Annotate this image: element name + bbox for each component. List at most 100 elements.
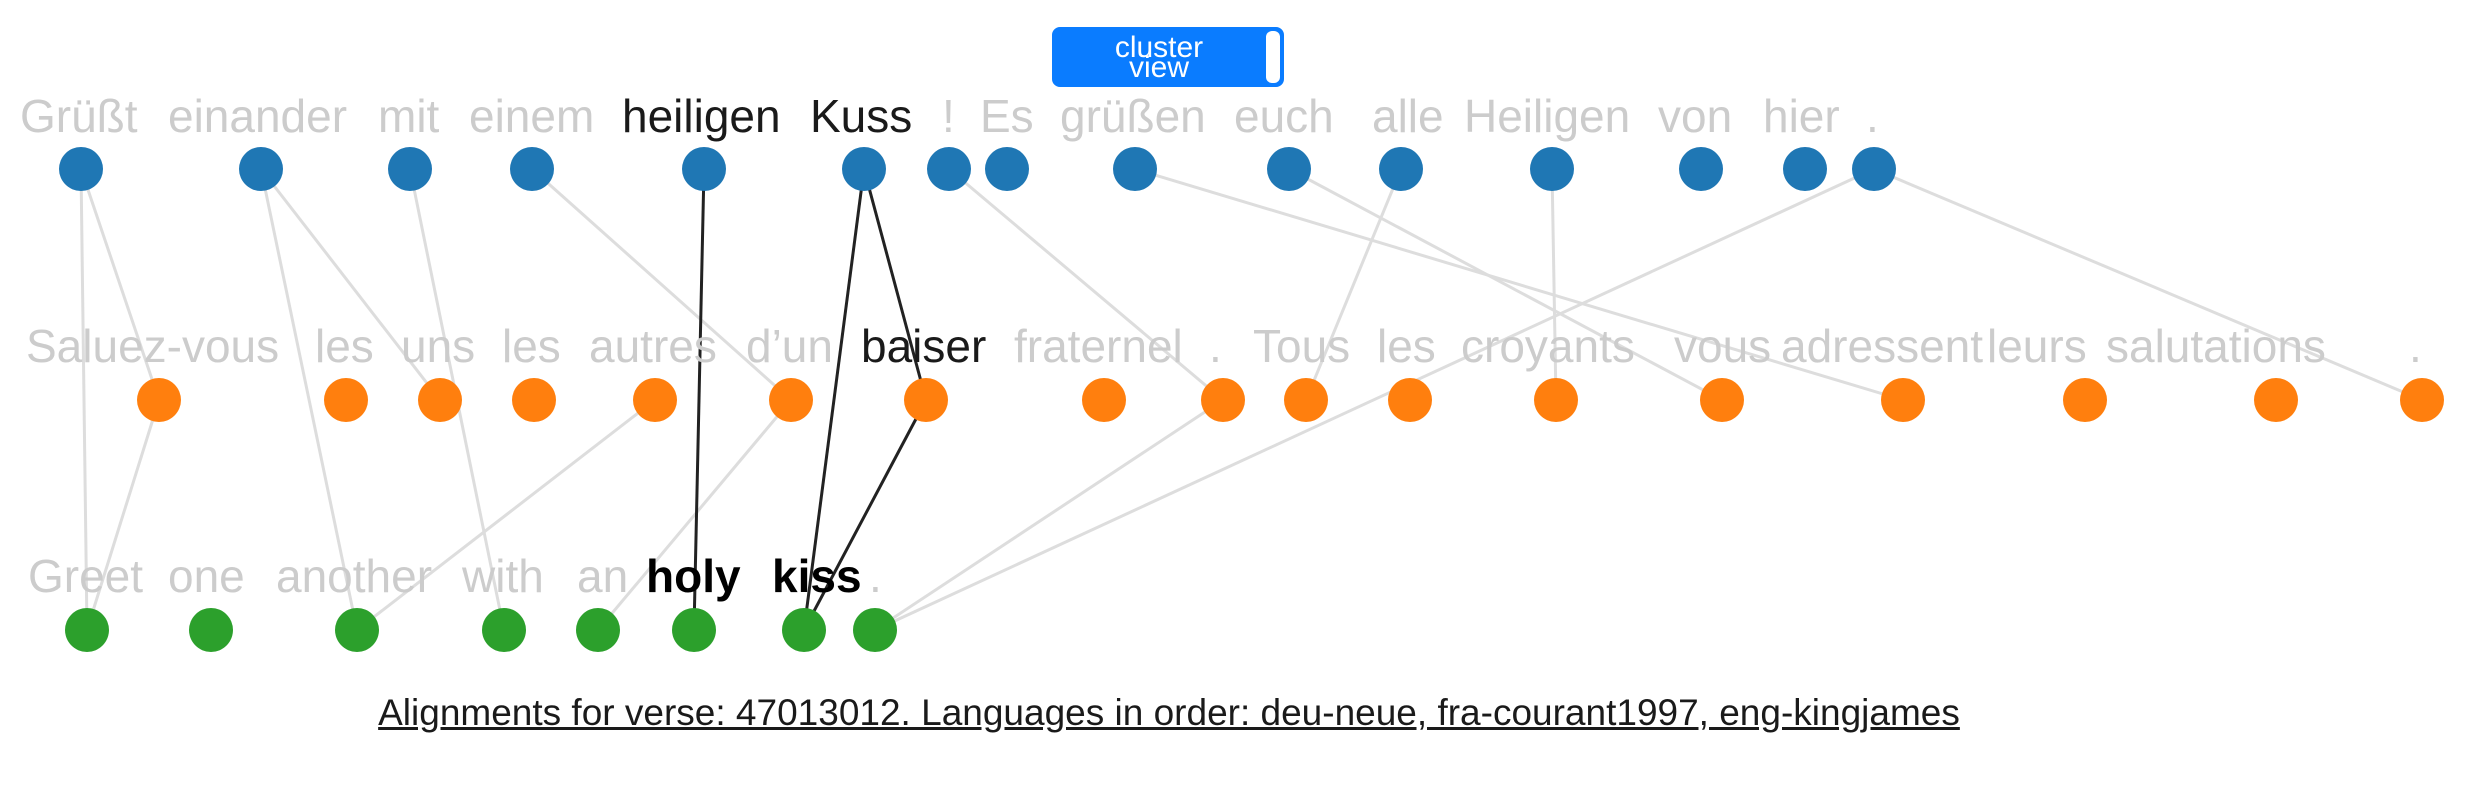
token-deu[interactable]: alle <box>1372 90 1444 142</box>
alignment-edge <box>874 167 1875 632</box>
token-eng[interactable]: Greet <box>28 550 143 602</box>
token-fra[interactable]: croyants <box>1461 320 1635 372</box>
token-node-deu[interactable] <box>682 147 726 191</box>
token-node-deu[interactable] <box>927 147 971 191</box>
token-fra[interactable]: baiser <box>861 320 986 372</box>
token-fra[interactable]: Saluez-vous <box>26 320 279 372</box>
token-deu[interactable]: einem <box>469 90 594 142</box>
alignment-edge <box>1550 168 1558 401</box>
token-node-eng[interactable] <box>672 608 716 652</box>
token-fra[interactable]: . <box>2409 320 2422 372</box>
token-fra[interactable]: autres <box>589 320 717 372</box>
token-node-fra[interactable] <box>1388 378 1432 422</box>
token-node-deu[interactable] <box>510 147 554 191</box>
token-node-fra[interactable] <box>324 378 368 422</box>
token-fra[interactable]: salutations <box>2106 320 2326 372</box>
token-node-eng[interactable] <box>482 608 526 652</box>
alignment-edge <box>79 168 89 631</box>
token-fra[interactable]: les <box>315 320 374 372</box>
token-node-deu[interactable] <box>985 147 1029 191</box>
token-fra[interactable]: leurs <box>1987 320 2087 372</box>
token-node-deu[interactable] <box>1783 147 1827 191</box>
token-node-deu[interactable] <box>239 147 283 191</box>
token-fra[interactable]: uns <box>401 320 475 372</box>
token-node-fra[interactable] <box>137 378 181 422</box>
token-fra[interactable]: . <box>1209 320 1222 372</box>
alignment-edge <box>79 168 161 401</box>
token-deu[interactable]: Es <box>980 90 1034 142</box>
token-node-eng[interactable] <box>189 608 233 652</box>
token-node-deu[interactable] <box>59 147 103 191</box>
alignment-edge-highlighted <box>692 168 706 631</box>
token-node-fra[interactable] <box>1284 378 1328 422</box>
token-deu[interactable]: hier <box>1763 90 1840 142</box>
token-eng[interactable]: another <box>276 550 432 602</box>
token-node-deu[interactable] <box>1530 147 1574 191</box>
token-nodes <box>59 147 2444 652</box>
token-fra[interactable]: d’un <box>746 320 833 372</box>
token-deu[interactable]: Heiligen <box>1464 90 1630 142</box>
token-node-fra[interactable] <box>2400 378 2444 422</box>
token-node-fra[interactable] <box>1534 378 1578 422</box>
token-node-eng[interactable] <box>853 608 897 652</box>
token-deu[interactable]: heiligen <box>622 90 781 142</box>
cluster-view-toggle[interactable]: cluster view <box>1052 27 1284 87</box>
token-node-fra[interactable] <box>2254 378 2298 422</box>
token-node-deu[interactable] <box>388 147 432 191</box>
token-eng[interactable]: one <box>168 550 245 602</box>
token-node-eng[interactable] <box>576 608 620 652</box>
token-node-fra[interactable] <box>1201 378 1245 422</box>
token-eng[interactable]: . <box>869 550 882 602</box>
token-fra[interactable]: vous <box>1674 320 1771 372</box>
alignment-edge <box>259 168 359 631</box>
token-eng[interactable]: with <box>461 550 544 602</box>
alignment-edge <box>1288 167 1723 402</box>
token-node-eng[interactable] <box>65 608 109 652</box>
token-deu[interactable]: einander <box>168 90 347 142</box>
token-deu[interactable]: ! <box>942 90 955 142</box>
alignment-edge <box>948 167 1224 402</box>
alignment-edge <box>1873 167 2423 402</box>
token-node-deu[interactable] <box>1379 147 1423 191</box>
alignment-edge-highlighted <box>862 168 928 401</box>
token-deu[interactable]: Kuss <box>810 90 912 142</box>
token-fra[interactable]: les <box>1377 320 1436 372</box>
token-node-fra[interactable] <box>512 378 556 422</box>
token-node-deu[interactable] <box>1267 147 1311 191</box>
token-node-fra[interactable] <box>1082 378 1126 422</box>
alignment-edge <box>85 399 161 631</box>
alignment-edge <box>1134 167 1904 402</box>
verse-caption[interactable]: Alignments for verse: 47013012. Language… <box>378 692 1960 733</box>
token-node-eng[interactable] <box>335 608 379 652</box>
token-node-fra[interactable] <box>1881 378 1925 422</box>
token-node-deu[interactable] <box>1679 147 1723 191</box>
token-eng[interactable]: an <box>577 550 628 602</box>
token-node-fra[interactable] <box>2063 378 2107 422</box>
token-node-fra[interactable] <box>904 378 948 422</box>
token-node-deu[interactable] <box>1852 147 1896 191</box>
token-fra[interactable]: les <box>502 320 561 372</box>
token-deu[interactable]: . <box>1866 90 1879 142</box>
token-deu[interactable]: grüßen <box>1060 90 1206 142</box>
token-eng[interactable]: holy <box>646 550 741 602</box>
token-eng[interactable]: kiss <box>772 550 862 602</box>
token-deu[interactable]: von <box>1658 90 1732 142</box>
token-node-fra[interactable] <box>769 378 813 422</box>
token-node-fra[interactable] <box>633 378 677 422</box>
toggle-knob[interactable] <box>1266 31 1280 83</box>
token-node-eng[interactable] <box>782 608 826 652</box>
alignment-edge <box>874 398 1224 632</box>
token-fra[interactable]: Tous <box>1253 320 1350 372</box>
token-node-deu[interactable] <box>1113 147 1157 191</box>
alignment-edges <box>79 167 2423 632</box>
token-fra[interactable]: fraternel <box>1014 320 1183 372</box>
token-deu[interactable]: Grüßt <box>20 90 138 142</box>
token-node-fra[interactable] <box>418 378 462 422</box>
token-fra[interactable]: adressent <box>1781 320 1983 372</box>
token-node-fra[interactable] <box>1700 378 1744 422</box>
token-deu[interactable]: mit <box>378 90 440 142</box>
token-deu[interactable]: euch <box>1234 90 1334 142</box>
alignment-edge-highlighted <box>802 168 866 631</box>
token-node-deu[interactable] <box>842 147 886 191</box>
